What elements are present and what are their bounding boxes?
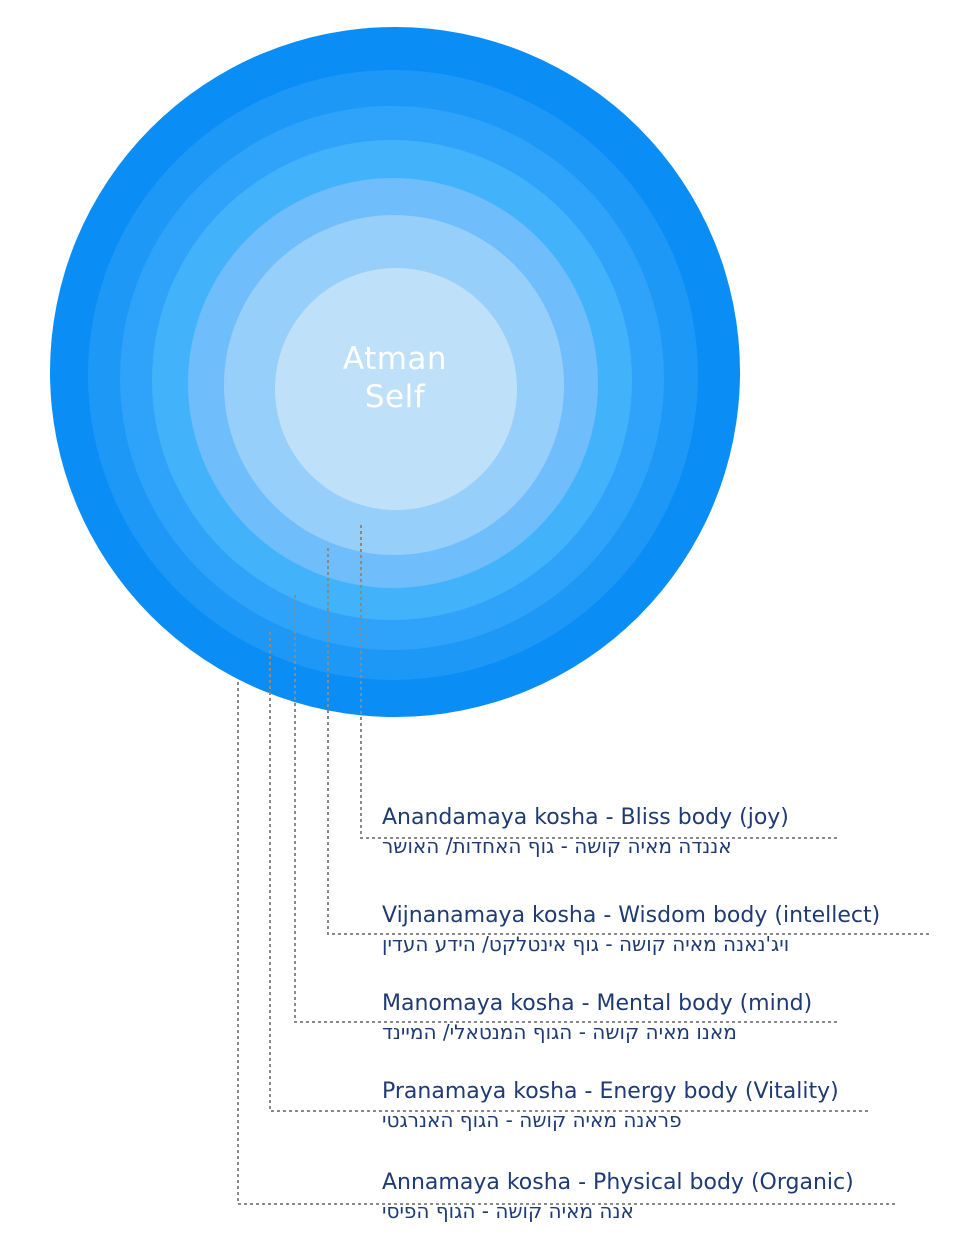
center-label-line1: Atman <box>342 341 448 377</box>
center-label: Atman Self <box>295 340 495 416</box>
leader-line-pranamaya <box>269 632 868 1112</box>
layer-vijnanamaya-english: Vijnanamaya kosha - Wisdom body (intelle… <box>382 903 881 928</box>
layer-anandamaya-english: Anandamaya kosha - Bliss body (joy) <box>382 805 789 830</box>
layer-anandamaya-hebrew: אננדה מאיה קושה - גוף האחדות/ האושר <box>382 834 732 858</box>
layer-vijnanamaya: Vijnanamaya kosha - Wisdom body (intelle… <box>382 902 880 958</box>
layer-manomaya-english: Manomaya kosha - Mental body (mind) <box>382 991 813 1016</box>
leader-line-anandamaya <box>360 525 838 839</box>
layer-annamaya-hebrew: אנה מאיה קושה - הגוף הפיסי <box>382 1199 634 1223</box>
leader-lines <box>237 525 930 1205</box>
center-label-line2: Self <box>364 379 426 415</box>
layer-vijnanamaya-hebrew: ויג'נאנה מאיה קושה - גוף אינטלקט/ הידע ה… <box>382 932 790 956</box>
layer-annamaya-english: Annamaya kosha - Physical body (Organic) <box>382 1170 854 1195</box>
concentric-rings <box>50 27 740 717</box>
layer-pranamaya-english: Pranamaya kosha - Energy body (Vitality) <box>382 1079 839 1104</box>
leader-line-vijnanamaya <box>327 548 930 935</box>
layer-manomaya-hebrew: מאנו מאיה קושה - הגוף המנטאלי/ המיינד <box>382 1020 737 1044</box>
layer-anandamaya: Anandamaya kosha - Bliss body (joy) אננד… <box>382 804 789 860</box>
leader-line-annamaya <box>237 682 895 1205</box>
layer-manomaya: Manomaya kosha - Mental body (mind) מאנו… <box>382 990 812 1046</box>
layer-pranamaya-hebrew: פראנה מאיה קושה - הגוף האנרגטי <box>382 1108 682 1132</box>
layer-annamaya: Annamaya kosha - Physical body (Organic)… <box>382 1169 854 1225</box>
ring-core <box>275 268 517 510</box>
leader-line-manomaya <box>294 595 840 1023</box>
layer-pranamaya: Pranamaya kosha - Energy body (Vitality)… <box>382 1078 839 1134</box>
